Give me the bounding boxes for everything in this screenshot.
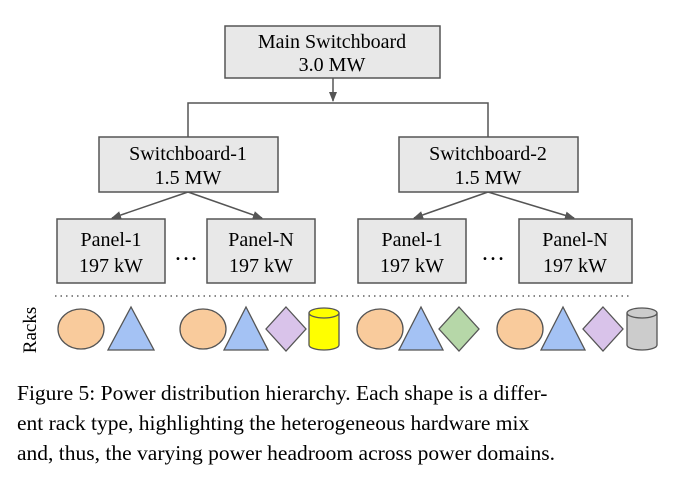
rack-circle-shape xyxy=(57,308,105,350)
rack-group-3 xyxy=(356,305,480,352)
panel-1-sb2: Panel-1 197 kW xyxy=(357,218,467,284)
switchboard-1-name: Switchboard-1 xyxy=(129,143,247,165)
rack-group-4 xyxy=(496,305,658,352)
power-hierarchy-diagram: Main Switchboard 3.0 MW Switchboard-1 1.… xyxy=(20,25,658,353)
panel-ellipsis-1: … xyxy=(174,240,198,266)
switchboard-2-name: Switchboard-2 xyxy=(429,143,547,165)
rack-group-2 xyxy=(179,305,340,352)
panel-1-sb1: Panel-1 197 kW xyxy=(56,218,166,284)
switchboard-1-power: 1.5 MW xyxy=(155,167,222,189)
panel-name: Panel-1 xyxy=(381,229,442,251)
panel-name: Panel-N xyxy=(542,229,608,251)
panel-name: Panel-1 xyxy=(80,229,141,251)
rack-circle-shape xyxy=(179,308,227,350)
bus-line xyxy=(187,102,489,137)
sb2-to-panelN-arrow xyxy=(487,191,575,220)
panel-n-sb1: Panel-N 197 kW xyxy=(206,218,316,284)
rack-circle-shape xyxy=(356,308,404,350)
rack-group-1 xyxy=(57,305,156,351)
panel-name: Panel-N xyxy=(228,229,294,251)
rack-triangle-shape xyxy=(222,305,270,351)
sb1-to-panelN-arrow xyxy=(187,191,263,219)
panel-power: 197 kW xyxy=(229,255,293,277)
sb2-to-panel1-arrow xyxy=(413,191,489,219)
panel-power: 197 kW xyxy=(380,255,444,277)
figure-caption: Figure 5: Power distribution hierarchy. … xyxy=(17,378,667,468)
panel-n-sb2: Panel-N 197 kW xyxy=(518,218,633,284)
sb1-to-panel1-arrow xyxy=(111,191,189,219)
connectors xyxy=(111,78,575,220)
racks-label: Racks xyxy=(20,307,41,353)
rack-diamond-shape xyxy=(582,306,624,352)
caption-line-3: and, thus, the varying power headroom ac… xyxy=(17,441,555,465)
rack-cylinder-shape xyxy=(626,307,658,351)
switchboard-2-power: 1.5 MW xyxy=(455,167,522,189)
rack-diamond-shape xyxy=(265,306,307,352)
caption-line-1: Figure 5: Power distribution hierarchy. … xyxy=(17,381,548,405)
panel-ellipsis-2: … xyxy=(481,240,505,266)
rack-triangle-shape xyxy=(539,305,587,351)
switchboard-1: Switchboard-1 1.5 MW xyxy=(98,136,279,193)
main-switchboard: Main Switchboard 3.0 MW xyxy=(224,25,441,79)
rack-triangle-shape xyxy=(397,305,445,351)
caption-line-2: ent rack type, highlighting the heteroge… xyxy=(17,411,530,435)
rack-diamond-shape xyxy=(438,306,480,352)
panel-power: 197 kW xyxy=(543,255,607,277)
rack-cylinder-shape xyxy=(308,307,340,351)
rack-triangle-shape xyxy=(106,305,156,351)
main-switchboard-power: 3.0 MW xyxy=(299,54,366,76)
panel-power: 197 kW xyxy=(79,255,143,277)
rack-circle-shape xyxy=(496,308,544,350)
main-switchboard-name: Main Switchboard xyxy=(258,31,406,53)
switchboard-2: Switchboard-2 1.5 MW xyxy=(398,136,579,193)
